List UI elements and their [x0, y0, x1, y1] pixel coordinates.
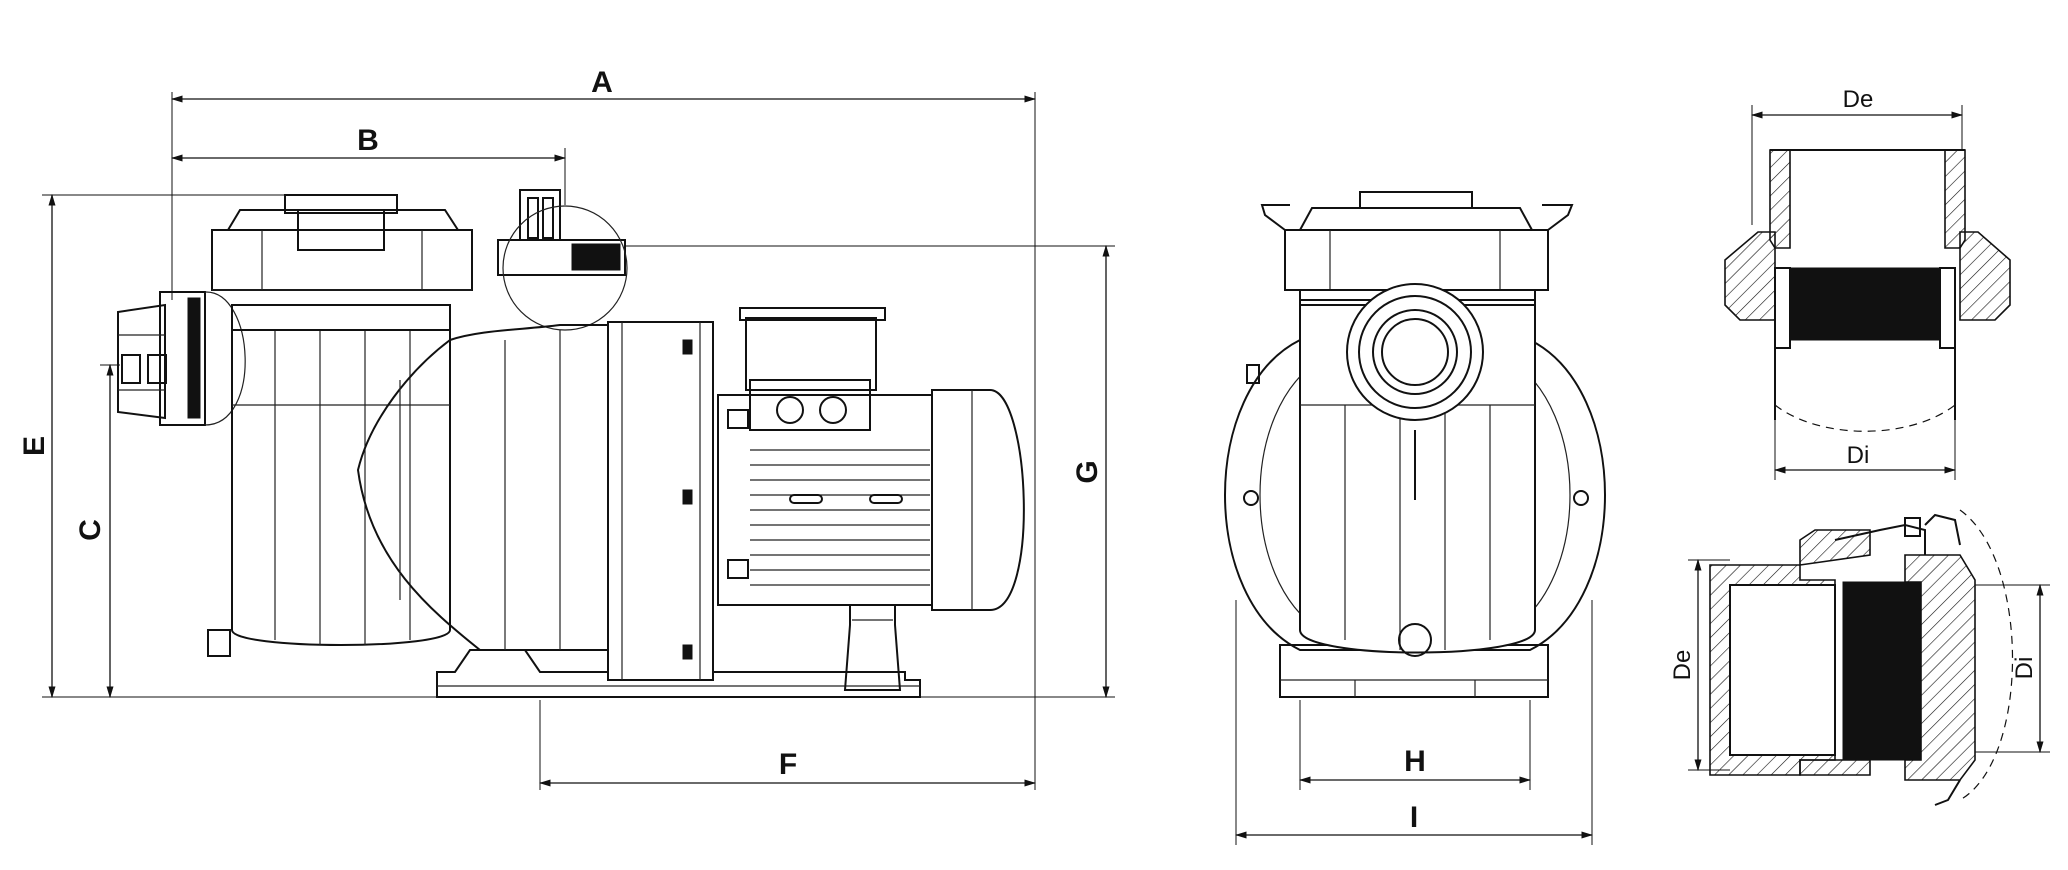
dimension-label-h: H — [1404, 745, 1426, 778]
dimension-label-g: G — [1071, 460, 1104, 483]
dimension-label-a: A — [591, 66, 613, 99]
connector-bottom-outer-label: De — [1669, 650, 1696, 681]
dimension-label-e: E — [18, 436, 51, 456]
connector-bottom-inner-label: Di — [2011, 657, 2038, 680]
dimension-label-c: C — [74, 519, 107, 541]
dimension-label-b: B — [357, 124, 379, 157]
connector-bottom-section — [1709, 509, 2014, 806]
dimension-label-f: F — [779, 748, 797, 781]
connector-top-inner-label: Di — [1847, 442, 1870, 469]
dimension-lines — [42, 92, 2050, 845]
connector-top-section — [1724, 149, 2011, 432]
pump-side-view — [117, 189, 1025, 698]
pump-front-view — [1224, 191, 1606, 698]
dimension-label-i: I — [1410, 801, 1418, 834]
connector-top-outer-label: De — [1843, 86, 1874, 113]
